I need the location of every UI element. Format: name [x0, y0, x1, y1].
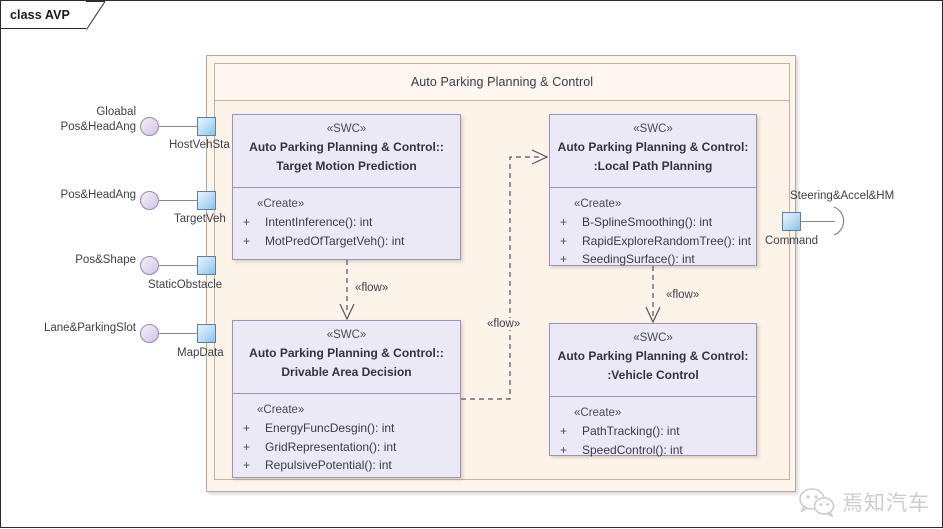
connector-command — [801, 221, 835, 222]
swc-name-line1: Auto Parking Planning & Control:: — [249, 346, 444, 360]
operation-row: + RepulsivePotential(): int — [243, 456, 454, 475]
flow-label-drivable-to-localpath: «flow» — [485, 318, 523, 330]
operation-visibility: + — [243, 215, 251, 229]
connector-staticobstacle — [159, 265, 198, 266]
port-label-targetveh: TargetVeh — [174, 213, 226, 225]
swc-stereotype: «SWC» — [633, 123, 673, 135]
watermark: 焉知汽车 — [798, 487, 930, 517]
interface-label-staticobstacle: Pos&Shape — [75, 254, 136, 266]
operation-row: + B-SplineSmoothing(): int — [560, 213, 750, 232]
port-hostvehsta[interactable] — [197, 117, 216, 136]
swc-name-line2: Target Motion Prediction — [276, 158, 417, 173]
connector-hostvehsta — [159, 126, 198, 127]
swc-stereotype: «SWC» — [633, 332, 673, 344]
operation-row: + PathTracking(): int — [560, 422, 750, 441]
interface-label-targetveh: Pos&HeadAng — [60, 189, 136, 201]
operation-signature: MotPredOfTargetVeh(): int — [265, 233, 405, 248]
watermark-text: 焉知汽车 — [842, 491, 930, 515]
swc-stereotype: «SWC» — [326, 329, 367, 341]
swc-operations: «Create» + EnergyFuncDesgin(): int + Gri… — [233, 394, 460, 483]
connector-mapdata — [159, 333, 198, 334]
port-label-staticobstacle: StaticObstacle — [148, 279, 223, 291]
operation-row: + IntentInference(): int — [243, 213, 454, 232]
operation-row: + MotPredOfTargetVeh(): int — [243, 232, 454, 251]
operation-visibility: + — [243, 439, 251, 454]
operation-row: + GridRepresentation(): int — [243, 438, 454, 457]
operation-visibility: + — [243, 421, 251, 435]
operation-signature: PathTracking(): int — [582, 424, 680, 438]
swc-operations: «Create» + PathTracking(): int + SpeedCo… — [550, 397, 756, 467]
swc-name-line2: Drivable Area Decision — [281, 364, 412, 379]
operation-signature: B-SplineSmoothing(): int — [582, 215, 713, 229]
operation-visibility: + — [560, 233, 568, 248]
swc-header: «SWC» Auto Parking Planning & Control: :… — [550, 324, 756, 397]
operation-signature: GridRepresentation(): int — [265, 439, 397, 454]
swc-name-line1: Auto Parking Planning & Control: — [557, 140, 749, 154]
operations-stereotype: «Create» — [574, 198, 622, 210]
operations-stereotype: «Create» — [257, 198, 305, 210]
interface-ball-hostvehsta[interactable] — [140, 117, 159, 136]
port-staticobstacle[interactable] — [197, 256, 216, 275]
diagram-frame-tab: class AVP — [1, 1, 87, 29]
interface-ball-staticobstacle[interactable] — [140, 256, 159, 275]
interface-label-hostvehsta-line2: Pos&HeadAng — [60, 121, 136, 133]
swc-operations: «Create» + B-SplineSmoothing(): int + Ra… — [550, 188, 756, 277]
operation-visibility: + — [560, 252, 568, 266]
swc-operations: «Create» + IntentInference(): int + MotP… — [233, 188, 460, 258]
required-interface-socket-icon — [833, 206, 845, 236]
package-title: Auto Parking Planning & Control — [410, 75, 594, 89]
operations-stereotype: «Create» — [257, 404, 305, 416]
port-targetveh[interactable] — [197, 191, 216, 210]
wechat-logo-icon — [799, 488, 835, 517]
package-header: Auto Parking Planning & Control — [214, 63, 790, 101]
swc-name-line2: :Vehicle Control — [607, 367, 699, 382]
interface-ball-mapdata[interactable] — [140, 324, 159, 343]
swc-vehicle-control[interactable]: «SWC» Auto Parking Planning & Control: :… — [549, 323, 757, 457]
port-label-command: Command — [765, 235, 819, 247]
operation-visibility: + — [243, 233, 251, 248]
diagram-frame-label: class AVP — [10, 7, 70, 22]
operation-signature: RapidExploreRandomTree(): int — [582, 233, 751, 248]
port-label-hostvehsta: HostVehSta — [169, 139, 230, 151]
port-command[interactable] — [782, 212, 801, 231]
operations-stereotype: «Create» — [574, 407, 622, 419]
interface-label-mapdata: Lane&ParkingSlot — [43, 322, 136, 334]
interface-label-command: Steering&Accel&HM — [790, 190, 895, 202]
port-mapdata[interactable] — [197, 324, 216, 343]
swc-header: «SWC» Auto Parking Planning & Control: :… — [550, 115, 756, 188]
port-label-mapdata: MapData — [177, 347, 224, 359]
interface-label-hostvehsta-line1: Gloabal — [96, 106, 136, 118]
swc-stereotype: «SWC» — [326, 123, 367, 135]
swc-header: «SWC» Auto Parking Planning & Control:: … — [233, 321, 460, 394]
operation-signature: IntentInference(): int — [265, 215, 373, 229]
operation-visibility: + — [560, 215, 568, 229]
swc-local-path-planning[interactable]: «SWC» Auto Parking Planning & Control: :… — [549, 114, 757, 266]
operation-row: + EnergyFuncDesgin(): int — [243, 419, 454, 438]
frame-tab-corner-icon — [86, 1, 106, 30]
swc-name-line1: Auto Parking Planning & Control:: — [249, 140, 444, 154]
operation-visibility: + — [560, 424, 568, 438]
swc-name-line2: :Local Path Planning — [593, 158, 713, 173]
swc-header: «SWC» Auto Parking Planning & Control:: … — [233, 115, 460, 188]
operation-signature: SeedingSurface(): int — [582, 252, 695, 266]
operation-visibility: + — [243, 458, 251, 472]
swc-target-motion-prediction[interactable]: «SWC» Auto Parking Planning & Control:: … — [232, 114, 461, 260]
operation-signature: SpeedControl(): int — [582, 442, 683, 457]
operation-row: + SeedingSurface(): int — [560, 250, 750, 269]
operation-signature: EnergyFuncDesgin(): int — [265, 421, 395, 435]
operation-row: + RapidExploreRandomTree(): int — [560, 232, 751, 251]
flow-label-prediction-to-drivable: «flow» — [353, 282, 391, 294]
operation-row: + SpeedControl(): int — [560, 441, 750, 460]
connector-targetveh — [159, 200, 198, 201]
interface-ball-targetveh[interactable] — [140, 191, 159, 210]
swc-name-line1: Auto Parking Planning & Control: — [557, 349, 749, 363]
swc-drivable-area-decision[interactable]: «SWC» Auto Parking Planning & Control:: … — [232, 320, 461, 478]
flow-label-localpath-to-vehctrl: «flow» — [664, 289, 702, 301]
operation-signature: RepulsivePotential(): int — [265, 458, 392, 472]
operation-visibility: + — [560, 442, 568, 457]
